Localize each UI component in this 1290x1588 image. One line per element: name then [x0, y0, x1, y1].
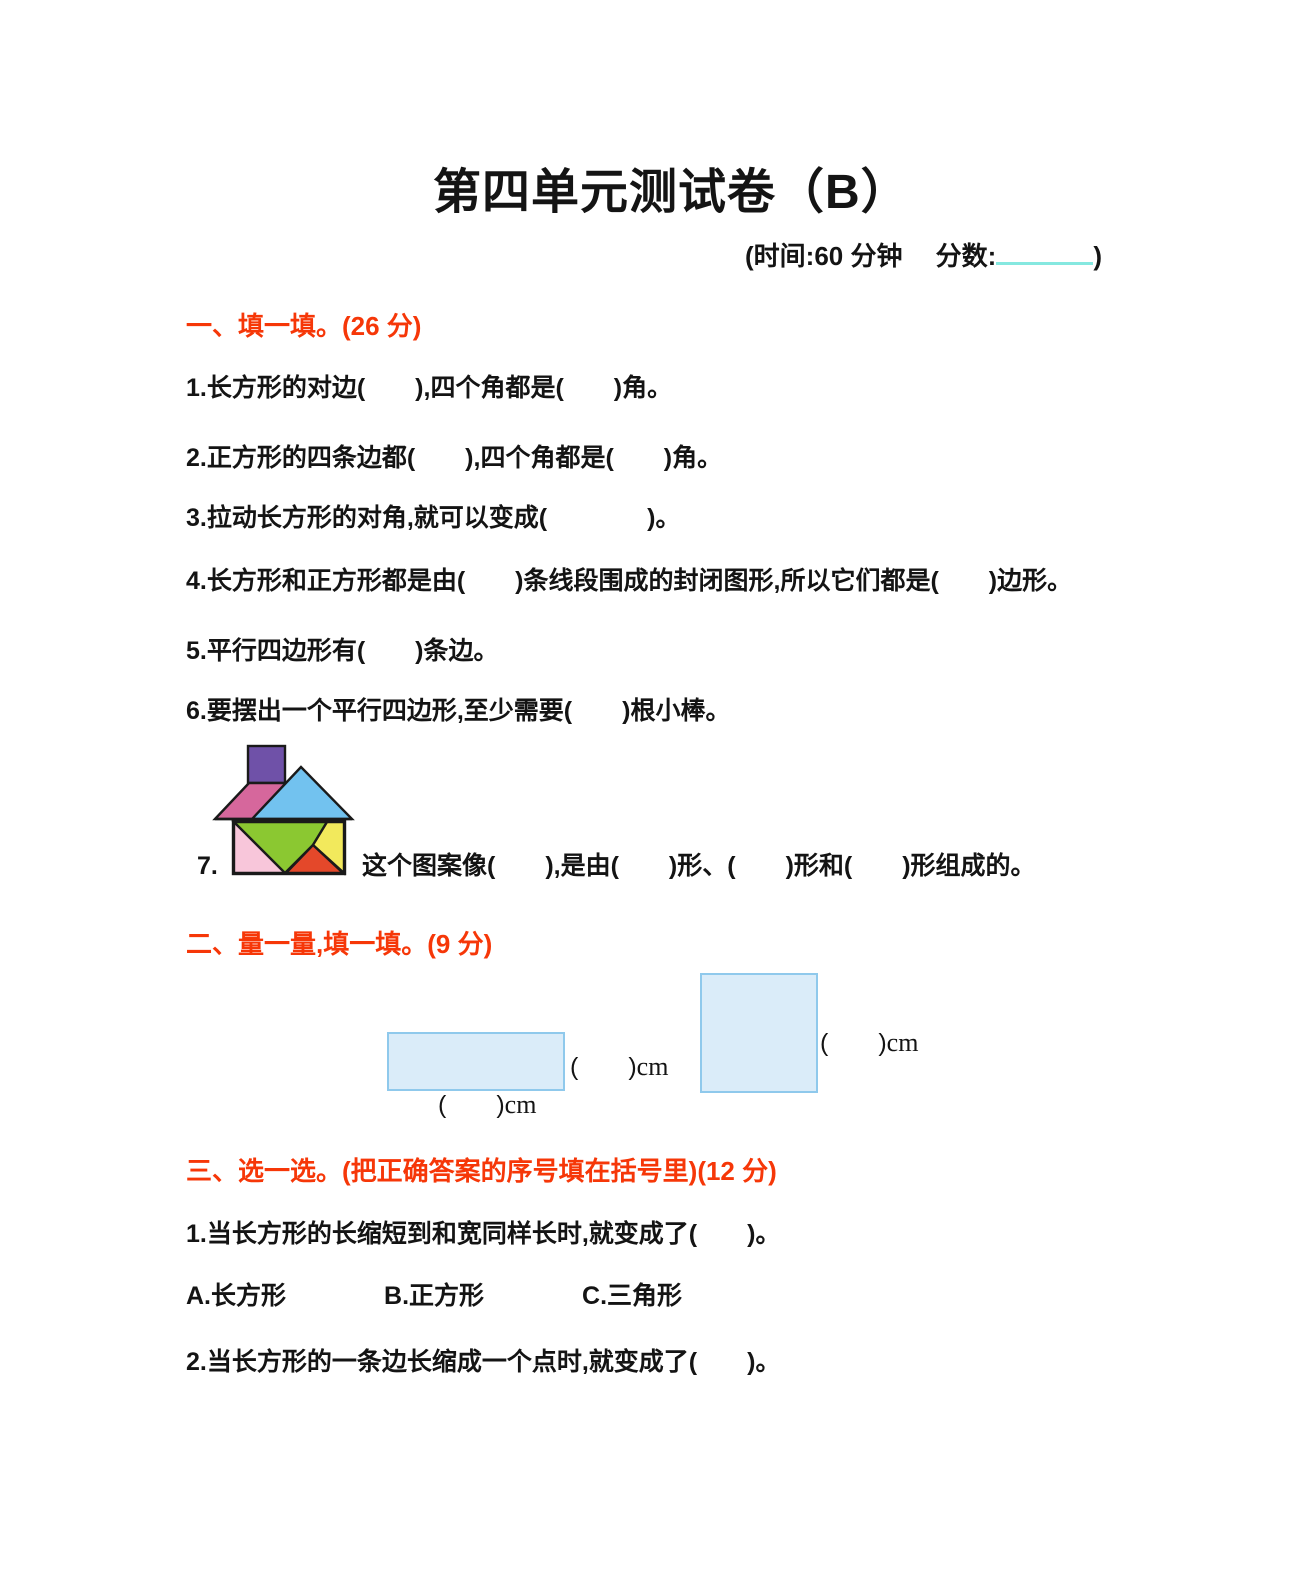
rect2-side-unit: cm [886, 1028, 919, 1057]
time-score-text-left: (时间:60 分钟 分数: [745, 241, 997, 271]
s1-question-2: 2.正方形的四条边都( ),四个角都是( )角。 [186, 444, 723, 472]
section2-heading: 二、量一量,填一填。(9 分) [186, 929, 493, 959]
option-a: A.长方形 [186, 1282, 287, 1310]
s1-question-3: 3.拉动长方形的对角,就可以变成( )。 [186, 504, 681, 532]
s1-question-4: 4.长方形和正方形都是由( )条线段围成的封闭图形,所以它们都是( )边形。 [186, 567, 1073, 595]
rect1-bottom-label: ( )cm [438, 1089, 536, 1120]
tangram-square-chimney [246, 744, 287, 785]
rect1-side-unit: cm [636, 1052, 669, 1081]
rect1-side-blank: ( ) [570, 1053, 637, 1081]
time-score-line: (时间:60 分钟 分数:) [745, 241, 1102, 272]
rect1-bottom-blank: ( ) [438, 1091, 505, 1119]
rect1-bottom-unit: cm [504, 1090, 537, 1119]
section1-heading: 一、填一填。(26 分) [186, 311, 422, 341]
s1-question-5: 5.平行四边形有( )条边。 [186, 637, 499, 665]
section3-heading: 三、选一选。(把正确答案的序号填在括号里)(12 分) [186, 1156, 777, 1186]
s3-q1-options: A.长方形 B.正方形 C.三角形 [186, 1281, 682, 1311]
s1-question-1: 1.长方形的对边( ),四个角都是( )角。 [186, 374, 673, 402]
s1-question-7-number: 7. [197, 852, 218, 880]
rect1-side-label: ( )cm [570, 1051, 668, 1082]
s3-question-2: 2.当长方形的一条边长缩成一个点时,就变成了( )。 [186, 1348, 781, 1376]
option-c: C.三角形 [582, 1282, 683, 1310]
page-title: 第四单元测试卷（B） [433, 166, 910, 219]
s3-question-1: 1.当长方形的长缩短到和宽同样长时,就变成了( )。 [186, 1220, 781, 1248]
house-body-outline [231, 819, 347, 876]
rect2-side-blank: ( ) [820, 1029, 887, 1057]
s1-question-6: 6.要摆出一个平行四边形,至少需要( )根小棒。 [186, 697, 731, 725]
tangram-house-figure [212, 744, 355, 876]
score-blank-underline [996, 256, 1094, 265]
measure-rectangle-square [700, 973, 818, 1093]
s1-question-7-text: 这个图案像( ),是由( )形、( )形和( )形组成的。 [362, 852, 1036, 880]
measure-rectangle-wide [387, 1032, 565, 1091]
rect2-side-label: ( )cm [820, 1027, 918, 1058]
time-score-text-right: ) [1093, 241, 1103, 271]
option-b: B.正方形 [384, 1282, 485, 1310]
